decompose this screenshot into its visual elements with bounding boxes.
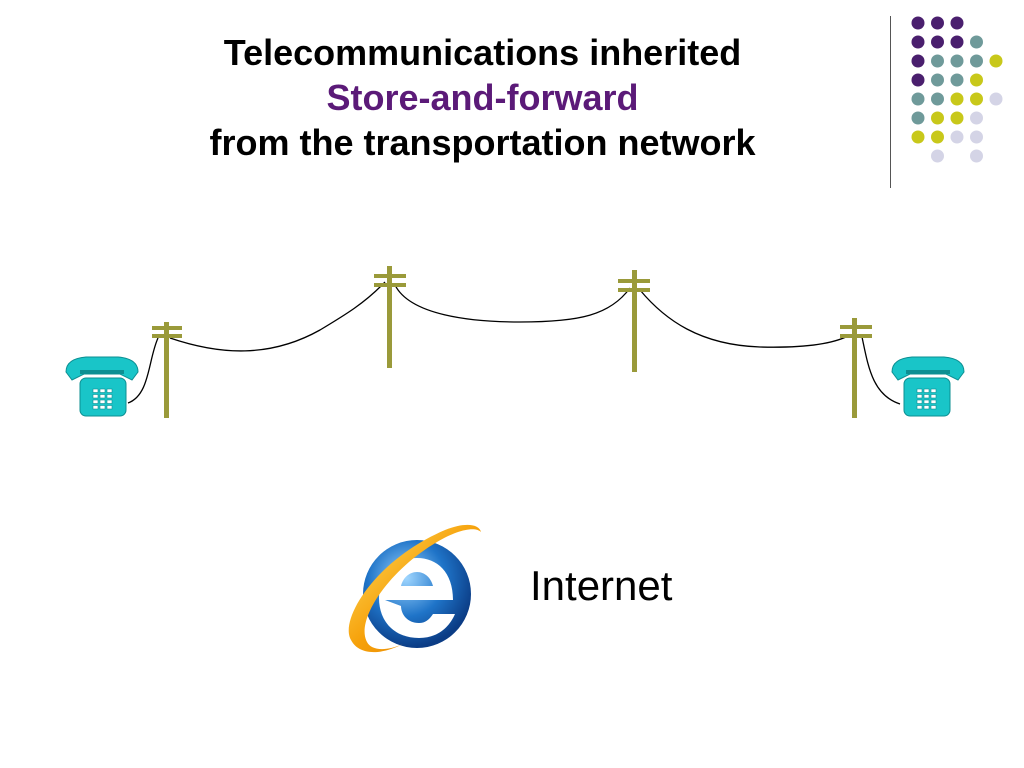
decorative-dot bbox=[911, 35, 925, 49]
keypad-key bbox=[92, 388, 99, 393]
wires bbox=[127, 281, 901, 405]
keypad-key bbox=[106, 399, 113, 404]
decorative-dot bbox=[911, 54, 925, 68]
decorative-dot bbox=[970, 54, 983, 68]
keypad-key bbox=[99, 388, 106, 393]
keypad-key bbox=[923, 394, 930, 399]
decorative-dot bbox=[989, 92, 1003, 106]
keypad-key bbox=[916, 399, 923, 404]
decorative-dot bbox=[931, 149, 944, 163]
internet-label: Internet bbox=[530, 562, 673, 609]
title-line-2: Store-and-forward bbox=[326, 77, 639, 118]
decorative-dot bbox=[970, 73, 983, 87]
wire-phone-left-to-pole-1 bbox=[127, 337, 159, 404]
telephone-pole-2 bbox=[374, 266, 406, 368]
telephone-pole-1 bbox=[152, 322, 182, 418]
decorative-dot-grid bbox=[911, 16, 1003, 163]
decorative-dot bbox=[931, 92, 944, 106]
telephone-icon bbox=[65, 356, 139, 417]
decorative-dot bbox=[931, 54, 944, 68]
decorative-dot bbox=[911, 92, 925, 106]
decorative-dot bbox=[989, 54, 1003, 68]
keypad-key bbox=[92, 399, 99, 404]
decorative-dot bbox=[970, 35, 983, 49]
decorative-dot bbox=[950, 111, 964, 125]
decorative-dot bbox=[931, 130, 944, 144]
decorative-dot bbox=[950, 54, 964, 68]
decorative-dot bbox=[970, 111, 983, 125]
decorative-dot bbox=[931, 35, 944, 49]
decorative-dot bbox=[970, 149, 983, 163]
keypad-key bbox=[930, 405, 937, 410]
keypad-key bbox=[106, 388, 113, 393]
keypad-key bbox=[923, 405, 930, 410]
decorative-dot bbox=[950, 35, 964, 49]
keypad-key bbox=[916, 388, 923, 393]
decorative-dot bbox=[950, 73, 964, 87]
wire-pole-2-to-pole-3 bbox=[394, 284, 631, 323]
decorative-dot bbox=[911, 73, 925, 87]
keypad-key bbox=[930, 399, 937, 404]
keypad-key bbox=[923, 388, 930, 393]
keypad-key bbox=[923, 399, 930, 404]
keypad-key bbox=[106, 394, 113, 399]
decorative-dot bbox=[911, 111, 925, 125]
keypad-key bbox=[99, 394, 106, 399]
title-line-3: from the transportation network bbox=[209, 122, 756, 163]
decorative-dot bbox=[950, 130, 964, 144]
decorative-dot bbox=[950, 92, 964, 106]
decorative-dot bbox=[931, 16, 944, 30]
telephone-pole-3 bbox=[618, 270, 650, 372]
wire-pole-3-to-pole-4 bbox=[639, 289, 849, 348]
title-line-1: Telecommunications inherited bbox=[223, 32, 742, 73]
keypad-key bbox=[92, 405, 99, 410]
slide-title: Telecommunications inherited Store-and-f… bbox=[140, 30, 825, 165]
decorative-dot bbox=[970, 130, 983, 144]
decorative-dot bbox=[911, 130, 925, 144]
keypad-key bbox=[916, 394, 923, 399]
telephone-icon bbox=[891, 356, 965, 417]
decorative-dot bbox=[970, 92, 983, 106]
wire-pole-4-to-phone-right bbox=[861, 336, 901, 405]
keypad-key bbox=[930, 388, 937, 393]
decorative-dot bbox=[911, 16, 925, 30]
keypad-key bbox=[106, 405, 113, 410]
telephone-pole-4 bbox=[840, 318, 872, 418]
wire-pole-1-to-pole-2 bbox=[169, 281, 386, 352]
keypad-key bbox=[930, 394, 937, 399]
keypad-key bbox=[92, 394, 99, 399]
keypad-key bbox=[99, 399, 106, 404]
keypad-key bbox=[99, 405, 106, 410]
decorative-divider bbox=[890, 16, 891, 188]
decorative-dot bbox=[931, 111, 944, 125]
internet-explorer-logo-icon bbox=[348, 524, 481, 653]
decorative-dot bbox=[950, 16, 964, 30]
decorative-dot bbox=[931, 73, 944, 87]
keypad-key bbox=[916, 405, 923, 410]
